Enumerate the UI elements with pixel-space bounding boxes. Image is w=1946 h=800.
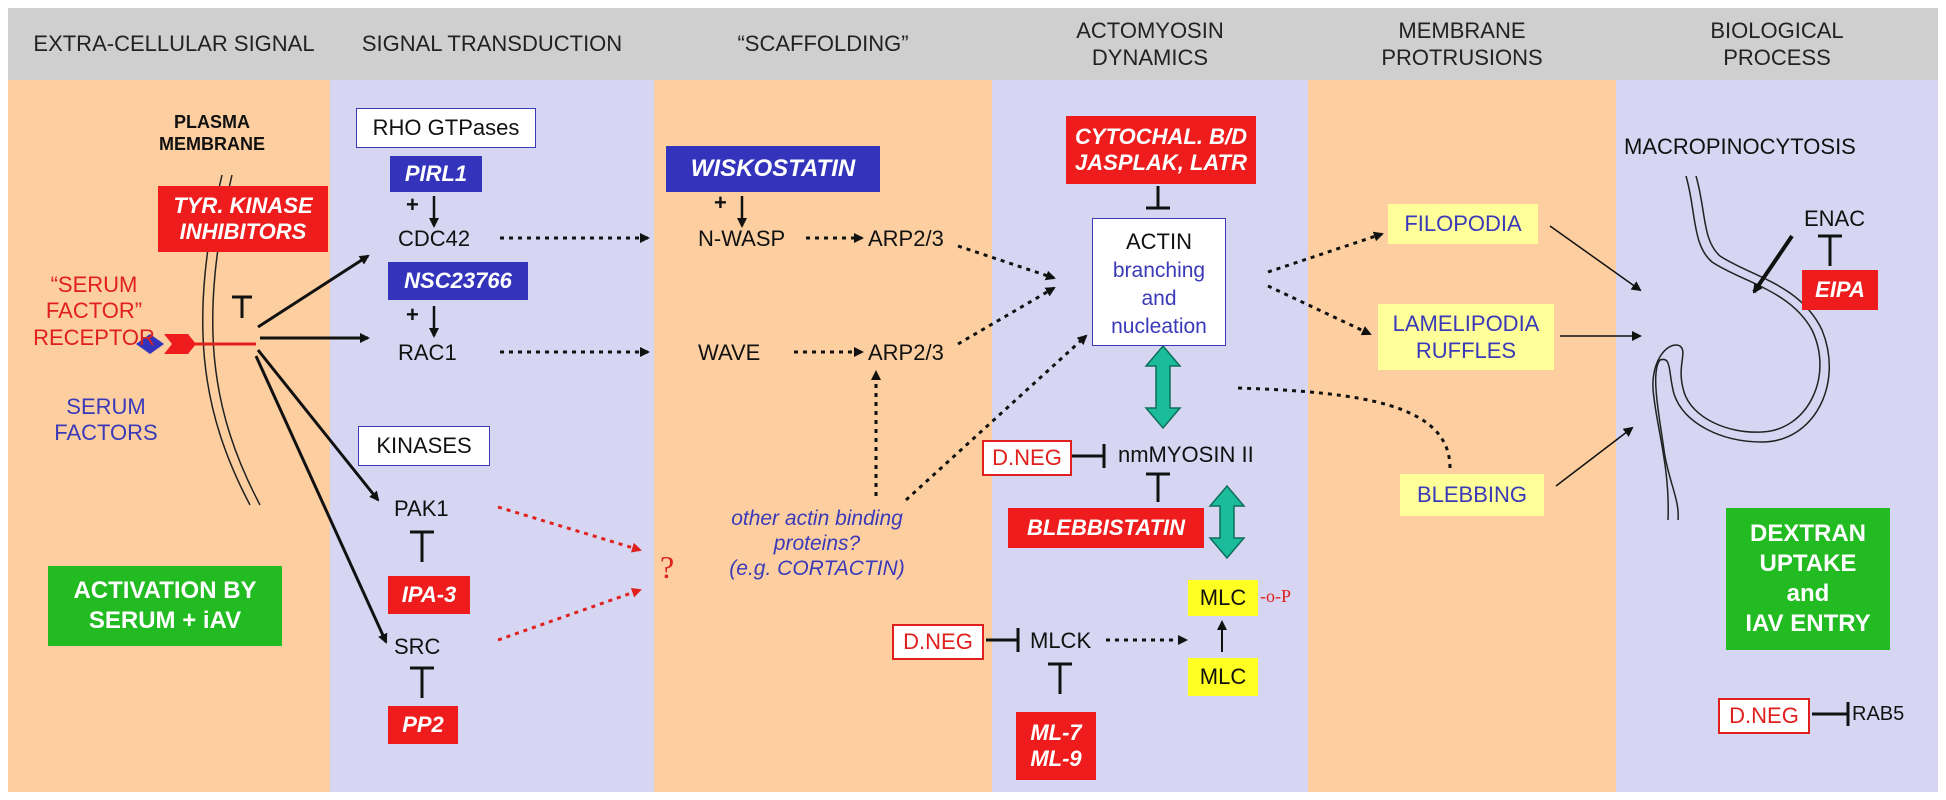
rab5-label: RAB5: [1852, 703, 1905, 725]
plus-wiskostatin: +: [714, 190, 727, 215]
actin-box: ACTIN branching and nucleation: [1092, 218, 1226, 346]
tyr-kinase-inhibitors-box: TYR. KINASE INHIBITORS: [158, 186, 328, 252]
dotted-arp1-actin: [957, 244, 1056, 281]
header-bar: [8, 8, 1938, 80]
red-dotted-pak1: [497, 505, 642, 553]
arrow-filopodia-macro: [1549, 225, 1642, 292]
plasma-membrane-label: PLASMA MEMBRANE: [159, 112, 265, 154]
teal-double-arrow-actin-myosin: [1144, 344, 1182, 430]
filopodia-box: FILOPODIA: [1388, 204, 1538, 244]
actin-branching-label: branching and nucleation: [1111, 258, 1207, 339]
nmmyosin-label: nmMYOSIN II: [1118, 442, 1254, 467]
wave-label: WAVE: [698, 340, 761, 365]
header-extracellular: EXTRA-CELLULAR SIGNAL: [33, 31, 315, 57]
mlck-label: MLCK: [1030, 628, 1092, 653]
arrow-to-pak1: [256, 349, 380, 502]
header-actomyosin: ACTOMYOSIN DYNAMICS: [1076, 17, 1224, 71]
plus-nsc: +: [406, 302, 419, 327]
red-dotted-src: [497, 587, 642, 642]
ml7-ml9-box: ML-7 ML-9: [1016, 712, 1096, 780]
macropinocytosis-label: MACROPINOCYTOSIS: [1624, 134, 1856, 159]
header-protrusions: MEMBRANE PROTRUSIONS: [1381, 17, 1543, 71]
dotted-actin-filopodia: [1267, 231, 1384, 274]
pak1-label: PAK1: [394, 496, 449, 521]
header-transduction: SIGNAL TRANSDUCTION: [361, 31, 623, 57]
question-mark: ?: [660, 549, 675, 585]
pp2-box: PP2: [388, 706, 458, 744]
header-scaffolding: “SCAFFOLDING”: [737, 31, 909, 57]
serum-factors-label: SERUM FACTORS: [54, 394, 158, 446]
dotted-actin-lamelipodia: [1267, 284, 1372, 336]
header-biological: BIOLOGICAL PROCESS: [1710, 17, 1844, 71]
dneg-mlck-box: D.NEG: [892, 624, 984, 660]
teal-double-arrow-blebb-mlc: [1208, 484, 1246, 560]
nwasp-label: N-WASP: [698, 226, 786, 251]
kinases-box: KINASES: [358, 426, 490, 466]
blebbistatin-box: BLEBBISTATIN: [1008, 508, 1204, 548]
column-bg-protrusions: [1308, 80, 1616, 792]
activation-box: ACTIVATION BY SERUM + iAV: [48, 566, 282, 646]
dextran-uptake-box: DEXTRAN UPTAKE and IAV ENTRY: [1726, 508, 1890, 650]
arrow-to-src: [254, 355, 388, 644]
macropinocytosis-membrane-outer: [1652, 175, 1821, 521]
plus-pirl1: +: [406, 192, 419, 217]
rac1-label: RAC1: [398, 340, 457, 365]
eipa-box: EIPA: [1802, 270, 1878, 310]
phospho-label: -o-P: [1260, 586, 1291, 606]
cdc42-label: CDC42: [398, 226, 471, 251]
column-bg-biological: [1616, 80, 1938, 792]
dotted-myosin-blebbing: [1237, 386, 1452, 469]
ipa3-box: IPA-3: [388, 576, 470, 614]
arrow-to-cdc42: [257, 254, 370, 329]
lamelipodia-box: LAMELIPODIA RUFFLES: [1378, 304, 1554, 370]
dotted-arp2-actin: [957, 286, 1056, 346]
receptor-shape: [164, 334, 196, 354]
serum-factor-diamond: [136, 334, 164, 354]
mlc-phosphorylated-box: MLC: [1188, 580, 1258, 616]
column-bg-scaffolding: [654, 80, 992, 792]
dneg-rab5-box: D.NEG: [1718, 698, 1810, 734]
other-actin-binding-proteins: other actin binding proteins? (e.g. CORT…: [729, 507, 905, 581]
nsc23766-box: NSC23766: [388, 262, 528, 300]
dneg-myosin-box: D.NEG: [982, 440, 1072, 476]
cytochalasin-box: CYTOCHAL. B/D JASPLAK, LATR: [1066, 116, 1256, 184]
blebbing-box: BLEBBING: [1400, 474, 1544, 516]
src-label: SRC: [394, 634, 441, 659]
mlc-box: MLC: [1188, 658, 1258, 696]
macropinocytosis-membrane-inner: [1654, 175, 1831, 521]
arrow-blebbing-macro: [1555, 426, 1634, 487]
actin-label: ACTIN: [1126, 229, 1192, 254]
rho-gtpases-box: RHO GTPases: [356, 108, 536, 148]
arp23-label-2: ARP2/3: [868, 340, 944, 365]
arp23-label-1: ARP2/3: [868, 226, 944, 251]
wiskostatin-box: WISKOSTATIN: [666, 146, 880, 192]
pirl1-box: PIRL1: [390, 156, 482, 192]
serum-factor-receptor-label: “SERUM FACTOR” RECEPTOR: [33, 272, 155, 350]
arrow-enac-macro: [1752, 234, 1794, 294]
enac-label: ENAC: [1804, 206, 1866, 231]
